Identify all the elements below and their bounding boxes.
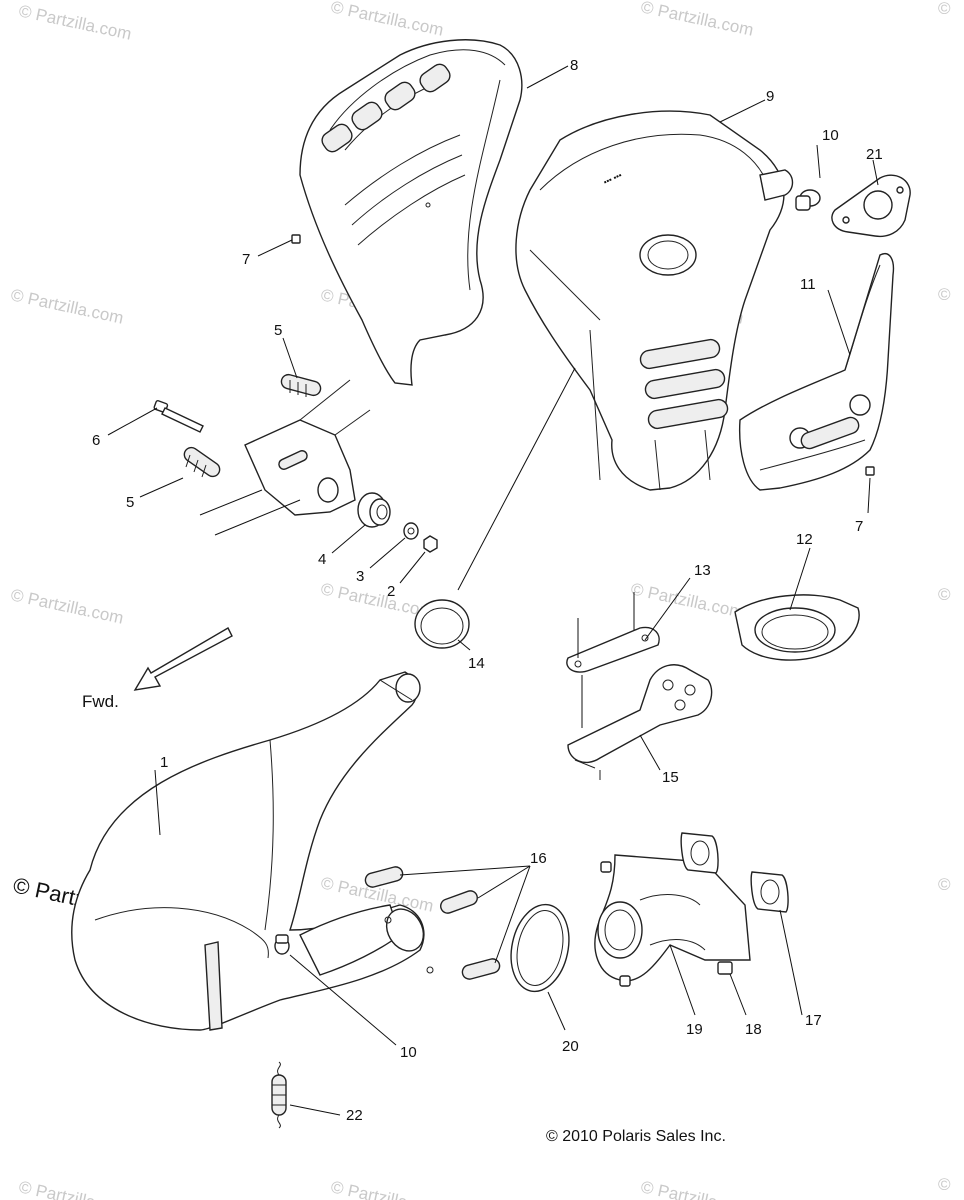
- callout-6: 6: [92, 432, 100, 449]
- part-5-spring-upper: [280, 373, 322, 397]
- callout-22: 22: [346, 1107, 363, 1124]
- leader-lines: [107, 65, 879, 1116]
- watermark-text-edge: ©: [938, 875, 951, 894]
- part-19-manifold: [594, 854, 751, 987]
- callout-20: 20: [562, 1038, 579, 1055]
- callout-15: 15: [662, 769, 679, 786]
- part-1-exhaust-pipe: [71, 671, 434, 1031]
- callout-5-upper: 5: [274, 322, 282, 339]
- forward-arrow: [133, 627, 233, 691]
- part-7-nut-lower: [865, 466, 875, 476]
- watermark-text: © Partzilla.com: [629, 579, 745, 621]
- part-16-spring-b: [440, 890, 478, 914]
- watermark-text: © Partzilla.com: [17, 1, 133, 43]
- watermark-text-edge: ©: [938, 1175, 951, 1194]
- part-3-washer: [403, 522, 419, 540]
- part-22-spring: [271, 1061, 287, 1129]
- watermark-text-edge: ©: [938, 285, 951, 304]
- callout-2: 2: [387, 583, 395, 600]
- part-mount-bracket: [199, 379, 371, 536]
- callout-10-lower: 10: [400, 1044, 417, 1061]
- part-15-bracket: [567, 664, 713, 780]
- callouts: 8 9 10 21 7 11 5 6 5 4 3 2 7 12 13 14 15…: [92, 57, 883, 1124]
- watermark-text: © Partzilla.com: [329, 1177, 445, 1200]
- part-6-bolt: [153, 400, 204, 433]
- watermark-text: © Partzilla.com: [639, 1177, 755, 1200]
- part-11-side-heat-shield: [738, 253, 895, 491]
- watermark-text: © Partzilla.com: [17, 1177, 133, 1200]
- callout-1: 1: [160, 754, 168, 771]
- part-10-plug-upper: [795, 189, 821, 211]
- watermark-text: © Partzilla.com: [9, 585, 125, 627]
- callout-5-lower: 5: [126, 494, 134, 511]
- watermark-text-edge: ©: [938, 0, 951, 18]
- watermark-text-edge: ©: [938, 585, 951, 604]
- part-2-nut: [423, 535, 438, 553]
- watermark-text: © Partzilla.com: [639, 0, 755, 40]
- part-7-nut-upper: [291, 234, 301, 244]
- callout-17: 17: [805, 1012, 822, 1029]
- part-16-spring-a: [364, 866, 404, 888]
- part-17-gasket-a: [680, 832, 719, 874]
- part-17-gasket-b: [750, 871, 789, 913]
- callout-18: 18: [745, 1021, 762, 1038]
- watermark-text: © Partzilla.com: [329, 0, 445, 40]
- part-14-seal-ring: [414, 599, 470, 649]
- callout-11: 11: [800, 276, 816, 293]
- forward-label: Fwd.: [82, 692, 119, 711]
- callout-13: 13: [694, 562, 711, 579]
- part-21-gasket: [831, 174, 911, 238]
- part-8-heat-shield: [299, 39, 523, 386]
- callout-7-lower: 7: [855, 518, 863, 535]
- callout-19: 19: [686, 1021, 703, 1038]
- callout-8: 8: [570, 57, 578, 74]
- part-5-spring-lower: [183, 446, 221, 478]
- callout-14: 14: [468, 655, 485, 672]
- callout-10-upper: 10: [822, 127, 839, 144]
- callout-21: 21: [866, 146, 883, 163]
- callout-3: 3: [356, 568, 364, 585]
- part-20-ring: [510, 903, 570, 993]
- part-16-spring-c: [461, 958, 501, 980]
- part-9-muffler: ▪▪▪ ▪▪▪: [515, 110, 794, 491]
- callout-16: 16: [530, 850, 547, 867]
- part-18-nut: [717, 961, 733, 975]
- callout-12: 12: [796, 531, 813, 548]
- callout-7-upper: 7: [242, 251, 250, 268]
- copyright-notice: © 2010 Polaris Sales Inc.: [546, 1128, 726, 1145]
- watermark-text: © Partzilla.com: [9, 285, 125, 327]
- callout-4: 4: [318, 551, 326, 568]
- callout-9: 9: [766, 88, 774, 105]
- part-4-grommet: [357, 492, 391, 528]
- part-13-plate: [566, 592, 660, 728]
- part-12-flange: [734, 594, 860, 661]
